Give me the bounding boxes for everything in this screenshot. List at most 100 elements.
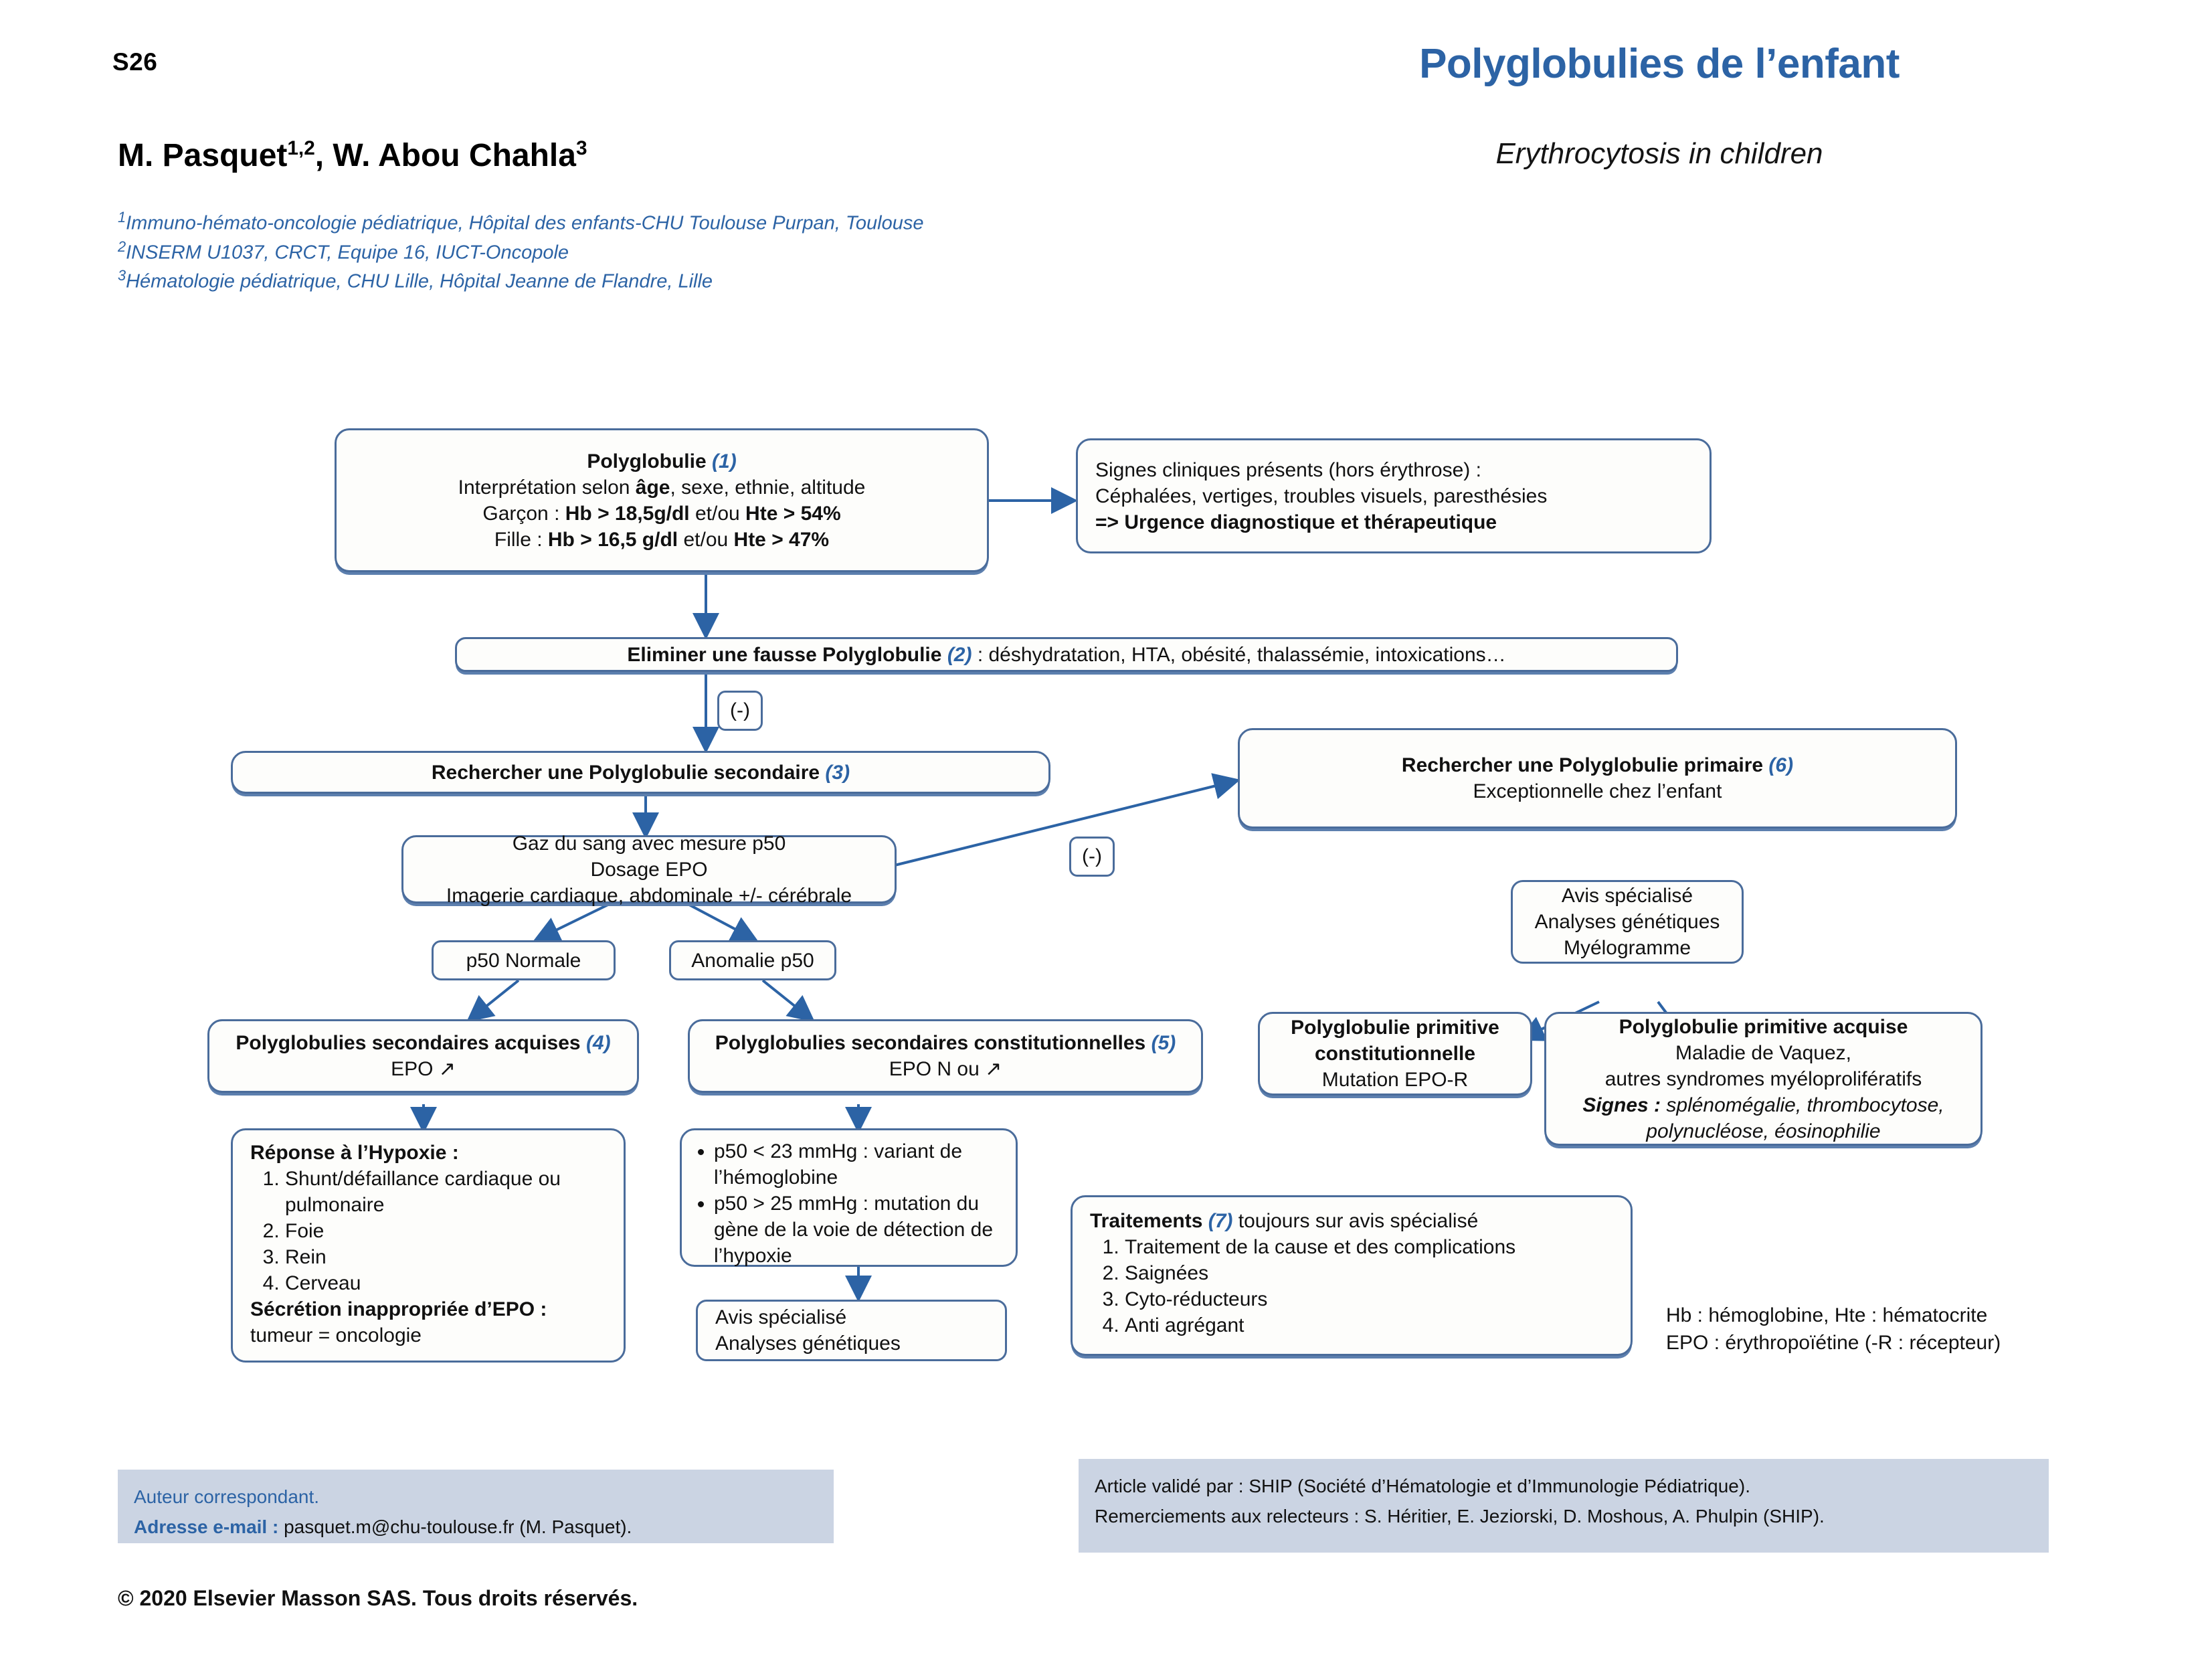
list-item: Cerveau	[285, 1270, 614, 1296]
email-value[interactable]: pasquet.m@chu-toulouse.fr (M. Pasquet).	[278, 1516, 632, 1538]
node-prim-acq-line2: Maladie de Vaquez,	[1675, 1041, 1851, 1064]
node-sec-acquises-title: Polyglobulies secondaires acquises (4)	[236, 1032, 611, 1054]
author-1-affil-marker: 1,2	[287, 137, 315, 159]
node-avis-myelo-line1: Avis spécialisé	[1561, 885, 1693, 907]
node-avis-gen-line2: Analyses génétiques	[715, 1332, 901, 1355]
node-sec-acquises-line2: EPO ↗	[391, 1058, 456, 1080]
node-hypoxie-title: Réponse à l’Hypoxie :	[250, 1142, 459, 1164]
node-gaz-line1: Gaz du sang avec mesure p50	[512, 832, 786, 855]
node-avis-myelogramme[interactable]: Avis spécialisé Analyses génétiques Myél…	[1511, 880, 1744, 964]
validation-note-box: Article validé par : SHIP (Société d’Hém…	[1079, 1459, 2049, 1553]
node-primitive-acquise[interactable]: Polyglobulie primitive acquise Maladie d…	[1544, 1012, 1983, 1146]
author-separator: , W. Abou Chahla	[314, 138, 576, 173]
node-signes-line1: Signes cliniques présents (hors érythros…	[1095, 458, 1481, 481]
copyright-notice: © 2020 Elsevier Masson SAS. Tous droits …	[118, 1586, 638, 1610]
author-list: M. Pasquet1,2, W. Abou Chahla3	[118, 137, 587, 174]
node-signes-cliniques[interactable]: Signes cliniques présents (hors érythros…	[1076, 438, 1712, 553]
author-2-affil-marker: 3	[575, 137, 587, 159]
legend-line-2: EPO : érythropoïétine (-R : récepteur)	[1666, 1332, 2001, 1355]
node-rechercher-primaire[interactable]: Rechercher une Polyglobulie primaire (6)…	[1238, 728, 1957, 828]
corresponding-author-email-line: Adresse e-mail : pasquet.m@chu-toulouse.…	[134, 1512, 818, 1542]
list-item: Saignées	[1125, 1260, 1515, 1286]
affiliation-2-text: INSERM U1037, CRCT, Equipe 16, IUCT-Onco…	[126, 242, 569, 264]
node-prim-constit-line3: Mutation EPO-R	[1321, 1069, 1469, 1091]
node-prim-acq-line1: Polyglobulie primitive acquise	[1619, 1015, 1908, 1038]
page-subtitle: Erythrocytosis in children	[1495, 137, 1823, 170]
node-p50-normale-label: p50 Normale	[466, 949, 581, 972]
node-sec-constit-line2: EPO N ou ↗	[889, 1058, 1002, 1080]
list-item: Cyto-réducteurs	[1125, 1286, 1515, 1312]
node-signes-line2: Céphalées, vertiges, troubles visuels, p…	[1095, 485, 1548, 507]
node-gaz-line3: Imagerie cardiaque, abdominale +/- céréb…	[446, 884, 852, 907]
node-secondaires-constitutionnelles[interactable]: Polyglobulies secondaires constitutionne…	[688, 1019, 1203, 1093]
affiliation-3-marker: 3	[118, 267, 126, 284]
validation-line-2: Remerciements aux relecteurs : S. Hériti…	[1095, 1506, 1825, 1527]
node-prim-acq-line3: autres syndromes myéloprolifératifs	[1604, 1067, 1922, 1090]
affiliation-3-text: Hématologie pédiatrique, CHU Lille, Hôpi…	[126, 270, 713, 292]
affiliation-2-marker: 2	[118, 238, 126, 255]
node-eliminer-text: Eliminer une fausse Polyglobulie (2) : d…	[627, 643, 1506, 666]
node-avis-myelo-line2: Analyses génétiques	[1534, 911, 1720, 933]
node-traitements-list: Traitement de la cause et des complicati…	[1090, 1234, 1515, 1338]
affiliation-1-text: Immuno-hémato-oncologie pédiatrique, Hôp…	[126, 212, 924, 234]
abbreviation-legend: Hb : hémoglobine, Hte : hématocrite EPO …	[1666, 1302, 2001, 1357]
node-traitements[interactable]: Traitements (7) toujours sur avis spécia…	[1071, 1195, 1633, 1356]
node-primitive-constitutionnelle[interactable]: Polyglobulie primitive constitutionnelle…	[1258, 1012, 1532, 1096]
affiliation-3: 3Hématologie pédiatrique, CHU Lille, Hôp…	[118, 266, 924, 295]
node-rechercher-secondaire[interactable]: Rechercher une Polyglobulie secondaire (…	[231, 751, 1050, 794]
node-hypoxie-list: Shunt/défaillance cardiaque ou pulmonair…	[250, 1166, 614, 1296]
node-secondaires-acquises[interactable]: Polyglobulies secondaires acquises (4) E…	[207, 1019, 639, 1093]
list-item: Traitement de la cause et des complicati…	[1125, 1234, 1515, 1260]
node-prim-constit-line1: Polyglobulie primitive	[1291, 1017, 1499, 1039]
node-primaire-title: Rechercher une Polyglobulie primaire (6)	[1401, 754, 1794, 776]
list-item: p50 > 25 mmHg : mutation du gène de la v…	[714, 1191, 1006, 1269]
email-label: Adresse e-mail :	[134, 1516, 279, 1538]
corresponding-author-box: Auteur correspondant. Adresse e-mail : p…	[118, 1470, 834, 1543]
list-item: Anti agrégant	[1125, 1312, 1515, 1338]
node-sec-constit-title: Polyglobulies secondaires constitutionne…	[715, 1032, 1176, 1054]
affiliations: 1Immuno-hémato-oncologie pédiatrique, Hô…	[118, 207, 924, 295]
node-signes-line3: => Urgence diagnostique et thérapeutique	[1095, 511, 1497, 533]
node-anomalie-p50-label: Anomalie p50	[691, 949, 814, 972]
list-item: Rein	[285, 1244, 614, 1270]
node-hypoxie-last: tumeur = oncologie	[250, 1324, 422, 1346]
node-polyglobulie[interactable]: Polyglobulie (1) Interprétation selon âg…	[335, 428, 989, 572]
node-avis-gen-line1: Avis spécialisé	[715, 1306, 847, 1328]
node-gaz-line2: Dosage EPO	[590, 858, 708, 881]
node-p50-bullets[interactable]: p50 < 23 mmHg : variant de l’hémoglobine…	[680, 1128, 1018, 1267]
node-avis-myelo-line3: Myélogramme	[1563, 937, 1691, 959]
corresponding-author-label: Auteur correspondant.	[134, 1486, 320, 1507]
minus-marker-1: (-)	[717, 691, 763, 731]
node-gaz-du-sang[interactable]: Gaz du sang avec mesure p50 Dosage EPO I…	[401, 833, 897, 907]
legend-line-1: Hb : hémoglobine, Hte : hématocrite	[1666, 1304, 1988, 1326]
node-prim-constit-line2: constitutionnelle	[1315, 1043, 1475, 1065]
node-polyglobulie-line4: Fille : Hb > 16,5 g/dl et/ou Hte > 47%	[494, 528, 830, 551]
node-prim-acq-line4: Signes : splénomégalie, thrombocytose,	[1582, 1094, 1944, 1116]
affiliation-1: 1Immuno-hémato-oncologie pédiatrique, Hô…	[118, 207, 924, 237]
node-rechercher-secondaire-text: Rechercher une Polyglobulie secondaire (…	[431, 761, 850, 784]
node-reponse-hypoxie[interactable]: Réponse à l’Hypoxie : Shunt/défaillance …	[231, 1128, 626, 1363]
node-polyglobulie-line3: Garçon : Hb > 18,5g/dl et/ou Hte > 54%	[482, 502, 841, 525]
affiliation-1-marker: 1	[118, 209, 126, 226]
page-title: Polyglobulies de l’enfant	[1419, 41, 1900, 87]
node-anomalie-p50[interactable]: Anomalie p50	[669, 940, 836, 980]
node-p50-bullets-list: p50 < 23 mmHg : variant de l’hémoglobine…	[687, 1138, 1006, 1269]
validation-line-1: Article validé par : SHIP (Société d’Hém…	[1095, 1476, 1750, 1496]
minus-marker-2: (-)	[1069, 837, 1115, 877]
node-polyglobulie-line2: Interprétation selon âge, sexe, ethnie, …	[458, 476, 866, 499]
node-avis-analyses[interactable]: Avis spécialisé Analyses génétiques	[696, 1300, 1007, 1361]
node-p50-normale[interactable]: p50 Normale	[432, 940, 616, 980]
list-item: p50 < 23 mmHg : variant de l’hémoglobine	[714, 1138, 1006, 1191]
page-number: S26	[112, 48, 158, 76]
node-prim-acq-line5: polynucléose, éosinophilie	[1646, 1120, 1881, 1142]
node-polyglobulie-title: Polyglobulie (1)	[587, 450, 737, 472]
node-eliminer-fausse-polyglobulie[interactable]: Eliminer une fausse Polyglobulie (2) : d…	[455, 637, 1678, 672]
affiliation-2: 2INSERM U1037, CRCT, Equipe 16, IUCT-Onc…	[118, 237, 924, 266]
list-item: Foie	[285, 1218, 614, 1244]
node-hypoxie-subtitle: Sécrétion inappropriée d’EPO :	[250, 1298, 547, 1320]
node-traitements-title: Traitements (7) toujours sur avis spécia…	[1090, 1210, 1479, 1232]
list-item: Shunt/défaillance cardiaque ou pulmonair…	[285, 1166, 614, 1218]
